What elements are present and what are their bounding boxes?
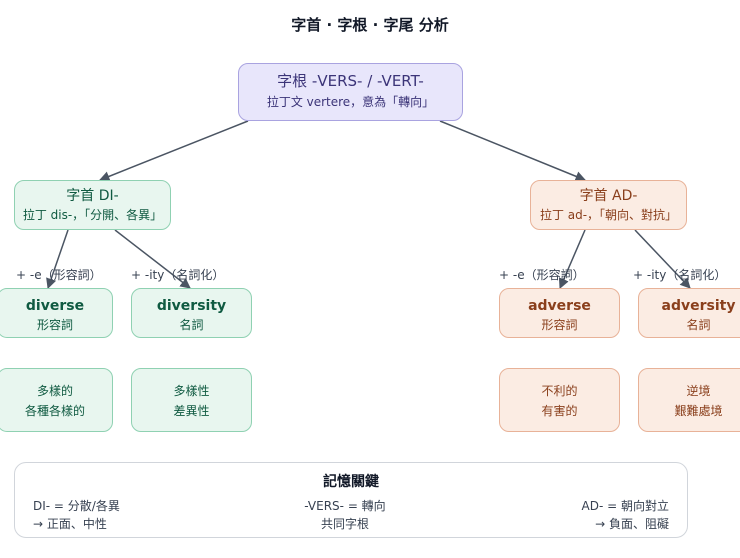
word-node-adverse: adverse 形容詞 (499, 288, 620, 338)
edge-label-di-ity: + -ity（名詞化） (131, 268, 225, 282)
memo-right-line-1: AD- = 朝向對立 (581, 499, 669, 513)
meaning-adversity-1: 逆境 (686, 384, 711, 398)
meaning-node-adverse: 不利的 有害的 (499, 368, 620, 432)
diagram-title: 字首 · 字根 · 字尾 分析 (291, 16, 449, 34)
edge-root-ad (439, 120, 586, 182)
pos-diversity: 名詞 (179, 317, 204, 332)
meaning-adverse-2: 有害的 (541, 404, 578, 418)
edge-label-ad-e: + -e（形容詞） (499, 268, 585, 282)
memo-right-line-2: → 負面、阻礙 (595, 517, 669, 531)
root-main: 字根 -VERS- / -VERT- (277, 72, 424, 90)
word-adverse: adverse (528, 298, 591, 314)
memo-mid-line-1: -VERS- = 轉向 (304, 499, 386, 513)
meaning-node-adversity: 逆境 艱難處境 (638, 368, 740, 432)
pos-diverse: 形容詞 (36, 317, 73, 332)
pos-adversity: 名詞 (686, 317, 711, 332)
prefix-di-sub: 拉丁 dis-，「分開、各異」 (22, 207, 163, 222)
meaning-adverse-1: 不利的 (541, 384, 578, 398)
meaning-node-diverse: 多樣的 各種各樣的 (0, 368, 113, 432)
meaning-diversity-1: 多樣性 (173, 384, 210, 398)
prefix-ad-sub: 拉丁 ad-，「朝向、對抗」 (539, 207, 678, 222)
edge-di-diverse (46, 229, 69, 289)
word-diverse: diverse (25, 298, 85, 314)
edge-label-di-e: + -e（形容詞） (16, 268, 102, 282)
memory-key-box: 記憶關鍵 DI- = 分散/各異 → 正面、中性 -VERS- = 轉向 共同字… (14, 462, 688, 538)
meaning-node-diversity: 多樣性 差異性 (131, 368, 252, 432)
prefix-di-main: 字首 DI- (66, 188, 119, 204)
edge-root-di (99, 120, 249, 182)
word-node-diverse: diverse 形容詞 (0, 288, 113, 338)
meaning-diversity-2: 差異性 (173, 404, 210, 418)
edge-ad-adverse (558, 229, 586, 289)
meaning-diverse-1: 多樣的 (36, 384, 73, 398)
edge-label-ad-ity: + -ity（名詞化） (633, 268, 727, 282)
memory-key-right: AD- = 朝向對立 → 負面、阻礙 (582, 497, 669, 533)
word-diversity: diversity (156, 298, 227, 314)
memo-mid-line-2: 共同字根 (320, 517, 369, 531)
pos-adverse: 形容詞 (541, 317, 578, 332)
edge-di-diversity (114, 229, 191, 289)
prefix-ad-main: 字首 AD- (579, 188, 638, 204)
meaning-adversity-2: 艱難處境 (674, 404, 723, 418)
word-node-diversity: diversity 名詞 (131, 288, 252, 338)
edge-ad-adversity (634, 229, 691, 289)
memo-left-line-2: → 正面、中性 (33, 517, 107, 531)
memory-key-left: DI- = 分散/各異 → 正面、中性 (33, 497, 120, 533)
prefix-ad-node: 字首 AD- 拉丁 ad-，「朝向、對抗」 (530, 180, 687, 230)
word-adversity: adversity (661, 298, 736, 314)
root-sub: 拉丁文 vertere，意為「轉向」 (266, 95, 435, 109)
word-node-adversity: adversity 名詞 (638, 288, 740, 338)
memory-key-middle: -VERS- = 轉向 共同字根 (265, 497, 425, 533)
root-node: 字根 -VERS- / -VERT- 拉丁文 vertere，意為「轉向」 (238, 63, 463, 121)
prefix-di-node: 字首 DI- 拉丁 dis-，「分開、各異」 (14, 180, 171, 230)
meaning-diverse-2: 各種各樣的 (24, 404, 85, 418)
memo-left-line-1: DI- = 分散/各異 (33, 499, 120, 513)
memory-key-title: 記憶關鍵 (323, 474, 379, 490)
